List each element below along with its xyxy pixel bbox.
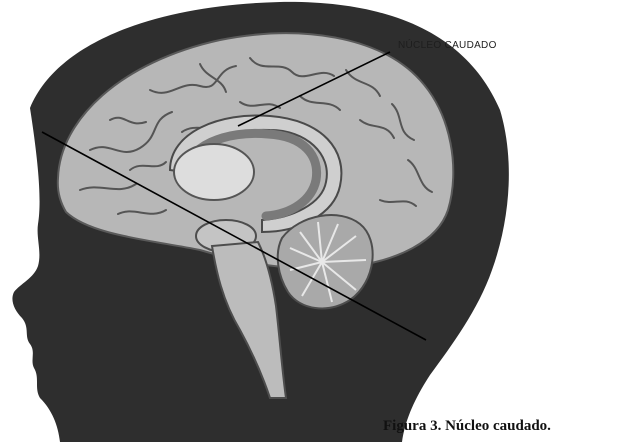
thalamus bbox=[174, 144, 254, 200]
figure-caption: Figura 3. Núcleo caudado. bbox=[383, 418, 551, 435]
caudate-callout-label: NÚCLEO CAUDADO bbox=[398, 40, 497, 51]
